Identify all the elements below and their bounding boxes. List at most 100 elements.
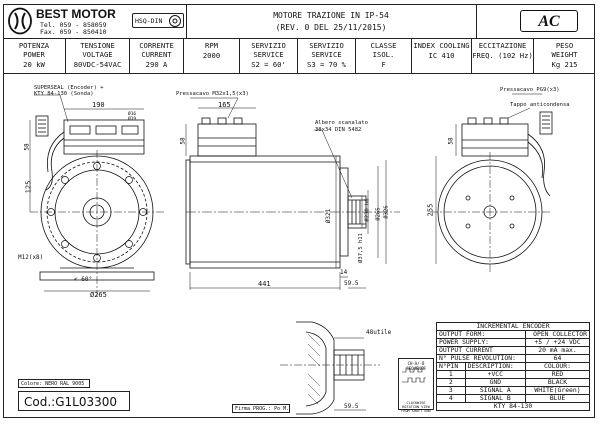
spec-value: 80VDC-54VAC [73,60,122,69]
dim-hole-19: Ø19 [128,117,137,122]
spec-label: ECCITAZIONE [478,41,527,50]
spec-label: CLASSE [370,41,397,50]
side-view-middle [185,97,400,290]
sequence-waveform [402,367,426,383]
spec-table: POTENZA POWER 20 kW TENSIONE VOLTAGE 80V… [3,38,595,74]
dim-59-5-top: 59.5 [344,280,359,287]
dim-d321: Ø321 [325,208,333,224]
drawing-revision: (REV. 0 DEL 25/11/2015) [275,23,387,32]
title-divider-right [476,4,477,38]
dim-58-right: 58 [447,137,455,145]
spec-value: 290 A [145,60,168,69]
thread-m12: M12(x8) [18,254,44,261]
encoder-footer-row: KTY 84-130 [436,402,590,411]
spec-label: INDEX COOLING [413,41,470,50]
spec-value: 20 kW [23,60,45,69]
iso-badge-label: HSQ-DIN [135,17,163,25]
spec-power: POTENZA POWER 20 kW [3,39,66,73]
dim-d265-left: Ø265 [90,291,107,299]
brand-fax: Fax. 059 - 850410 [40,28,107,36]
pin-colour: BLUE [525,394,590,403]
dim-hole-16: Ø16 [128,112,137,117]
firma-box: Firma PROG.: Po M. [232,404,290,413]
dim-59-5-bottom: 59.5 [344,403,359,410]
sequence-box: CH-A/-B SEQUENCE CLOCKWISE ROTATION VIEW… [398,358,434,413]
code-box: Cod.:G1L03300 [18,391,130,411]
spec-label: POWER [23,50,45,59]
angle-60: < 60° [74,276,93,283]
spec-value: IC 410 [428,51,455,60]
title-divider-left [186,4,187,38]
kty-label: KTY 84-130 (Sonda) [34,91,94,97]
dim-d37: Ø37,5 h11 [357,233,364,263]
spec-current: CORRENTE CURRENT 290 A [130,39,184,73]
spec-excitation: ECCITAZIONE FREQ. (102 Hz) [472,39,534,73]
spec-label: WEIGHT [551,50,578,59]
tappo-label: Tappo anticondensa [510,102,570,108]
sequence-title: CH-A/-B SEQUENCE [406,361,426,371]
albero-label-2: 38x34 DIN 5482 [315,127,362,133]
dim-58-left: 58 [23,143,31,151]
ac-badge-label: AC [538,13,560,30]
iso-gear-icon [169,15,181,27]
spec-voltage: TENSIONE VOLTAGE 80VDC-54VAC [66,39,130,73]
dim-441: 441 [258,280,271,288]
spec-label: ISOL. [372,50,395,59]
dim-165: 165 [218,101,231,109]
spec-insulation: CLASSE ISOL. F [356,39,412,73]
spec-label: RPM [205,41,218,50]
spec-label: SERVICE [311,50,342,59]
code-label: Cod.:G1L03300 [24,395,117,409]
pressacavo-pg9-label: Pressacavo PG9(x3) [500,87,560,93]
spec-value: FREQ. (102 Hz) [472,51,533,60]
dim-190: 190 [92,101,105,109]
pin-num: 4 [436,394,466,403]
brand-logo [7,7,33,35]
brand-name: BEST MOTOR [36,7,116,21]
front-view-left [29,94,164,296]
drawing-frame [3,4,595,418]
dim-48-utile: 48utile [366,329,392,336]
dim-125: 125 [24,180,33,194]
firma-label: Firma PROG.: Po M. [235,406,290,412]
colore-box: Colore: NERO RAL 9005 [18,379,90,388]
ac-badge: AC [520,10,578,32]
spec-cooling: INDEX COOLING IC 410 [412,39,472,73]
brand-tel: Tel. 059 - 858059 [40,21,107,29]
spec-label: SERVICE [253,50,284,59]
dim-d265-mid: Ø265 [375,207,382,221]
encoder-table: INCREMENTAL ENCODER OUTPUT FORM: OPEN CO… [435,322,590,411]
spec-value: Kg 215 [551,60,578,69]
spec-value: 2000 [202,51,221,60]
dim-d230: Ø230 h6 [364,198,371,222]
spec-label: PESO [555,41,574,50]
spec-label: TENSIONE [80,41,115,50]
spec-weight: PESO WEIGHT Kg 215 [534,39,595,73]
spec-label: SERVIZIO [251,41,286,50]
sequence-note: CLOCKWISE ROTATION VIEW FROM SHAFT END [401,401,431,413]
spec-label: SERVIZIO [309,41,344,50]
dim-255: 255 [426,203,435,217]
pressacavo-m32-label: Pressacavo M32x1,5(x3) [176,91,249,97]
spec-value: S2 = 60' [251,60,286,69]
iso-badge: HSQ-DIN [132,13,184,28]
spec-service-s3: SERVIZIO SERVICE S3 = 70 % [298,39,356,73]
encoder-pin-header: N°PIN DESCRIPTION: COLOUR: [436,362,590,371]
rear-view-right [430,93,553,272]
spec-label: POTENZA [18,41,50,50]
dim-58-mid: 58 [179,137,187,145]
dim-d326: Ø326 [383,205,390,219]
spec-label: VOLTAGE [82,50,113,59]
spec-service-s2: SERVIZIO SERVICE S2 = 60' [240,39,298,73]
superseal-label: SUPERSEAL (Encoder) + [34,85,104,91]
drawing-title: MOTORE TRAZIONE IN IP-54 [273,11,389,20]
albero-label-1: Albero scanalato [315,120,368,126]
spec-value: S3 = 70 % [307,60,346,69]
spec-label: CORRENTE [139,41,174,50]
spec-value: F [381,60,386,69]
shaft-detail [280,321,380,415]
encoder-pin-row: 3 SIGNAL A WHITE(Green) [436,386,590,395]
colore-label: Colore: NERO RAL 9005 [21,381,85,387]
